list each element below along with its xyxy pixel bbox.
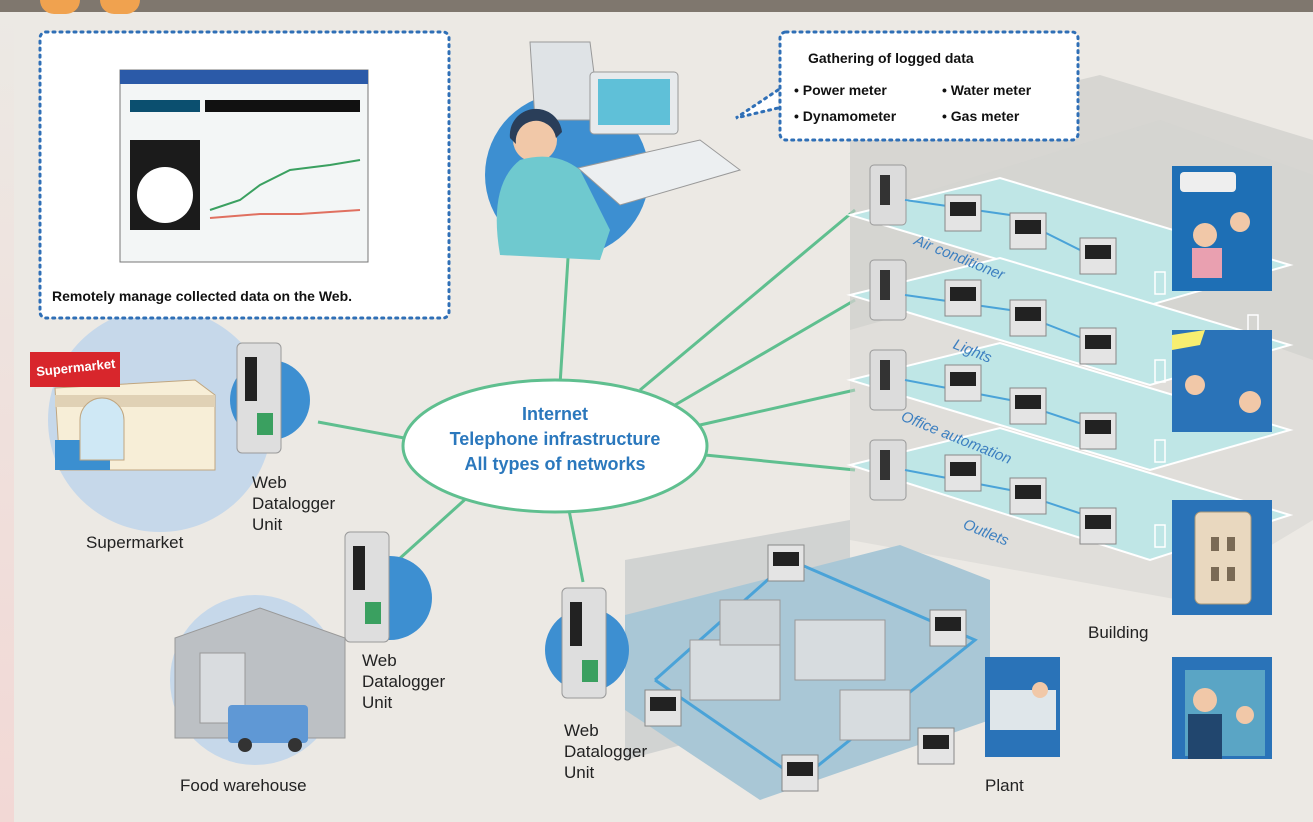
warehouse xyxy=(170,531,432,765)
floor-row-4 xyxy=(869,439,1117,545)
supermarket-label: Supermarket xyxy=(86,533,184,552)
plant-label: Plant xyxy=(985,776,1024,795)
data-item-dynamometer: • Dynamometer xyxy=(794,108,897,124)
user-computer xyxy=(485,41,742,260)
data-item-water-meter: • Water meter xyxy=(942,82,1032,98)
data-item-power-meter: • Power meter xyxy=(794,82,887,98)
plant-unit-label: Web Datalogger Unit xyxy=(564,720,647,783)
data-box-title: Gathering of logged data xyxy=(808,50,974,66)
floor-devices xyxy=(869,164,1117,545)
link-floor-2 xyxy=(674,298,856,407)
unit-label-line: Unit xyxy=(252,515,283,534)
unit-label-line: Web xyxy=(252,473,287,492)
unit-label-line: Unit xyxy=(564,763,595,782)
network-ellipse xyxy=(401,378,709,514)
unit-label-line: Web xyxy=(564,721,599,740)
banner-tab-right xyxy=(100,0,140,14)
building-thumbnails xyxy=(1172,166,1272,759)
plant-datalogger xyxy=(545,587,629,699)
unit-label-line: Unit xyxy=(362,693,393,712)
link-floor-3 xyxy=(699,388,856,427)
remote-box xyxy=(38,30,451,320)
unit-label-line: Datalogger xyxy=(564,742,648,761)
network-label: Internet Telephone infrastructure All ty… xyxy=(400,402,710,477)
warehouse-unit-label: Web Datalogger Unit xyxy=(362,650,445,713)
link-to-user xyxy=(558,257,570,386)
network-links xyxy=(317,208,856,583)
link-plant xyxy=(566,504,585,583)
remote-box-caption: Remotely manage collected data on the We… xyxy=(52,288,353,304)
unit-label-line: Datalogger xyxy=(362,672,446,691)
supermarket-unit-label: Web Datalogger Unit xyxy=(252,472,335,535)
link-floor-4 xyxy=(704,453,856,472)
supermarket xyxy=(30,308,310,532)
floor-row-3 xyxy=(869,349,1117,450)
floor-row-2 xyxy=(869,259,1117,365)
network-line-telephone: Telephone infrastructure xyxy=(449,429,661,449)
link-floor-1 xyxy=(639,208,856,392)
supermarket-sign xyxy=(30,352,120,387)
floor-row-1 xyxy=(869,164,1117,275)
network-line-all-networks: All types of networks xyxy=(464,454,646,474)
plant xyxy=(625,520,1060,800)
banner-tab-left xyxy=(40,0,80,14)
data-box xyxy=(735,30,1080,142)
top-banner-bar xyxy=(0,0,1313,12)
link-supermarket xyxy=(317,420,416,442)
network-line-internet: Internet xyxy=(521,404,588,424)
unit-label-line: Datalogger xyxy=(252,494,336,513)
warehouse-label: Food warehouse xyxy=(180,776,307,795)
left-edge-gradient xyxy=(0,12,14,822)
unit-label-line: Web xyxy=(362,651,397,670)
data-item-gas-meter: • Gas meter xyxy=(942,108,1020,124)
link-warehouse xyxy=(396,493,472,562)
building-label: Building xyxy=(1088,623,1149,642)
